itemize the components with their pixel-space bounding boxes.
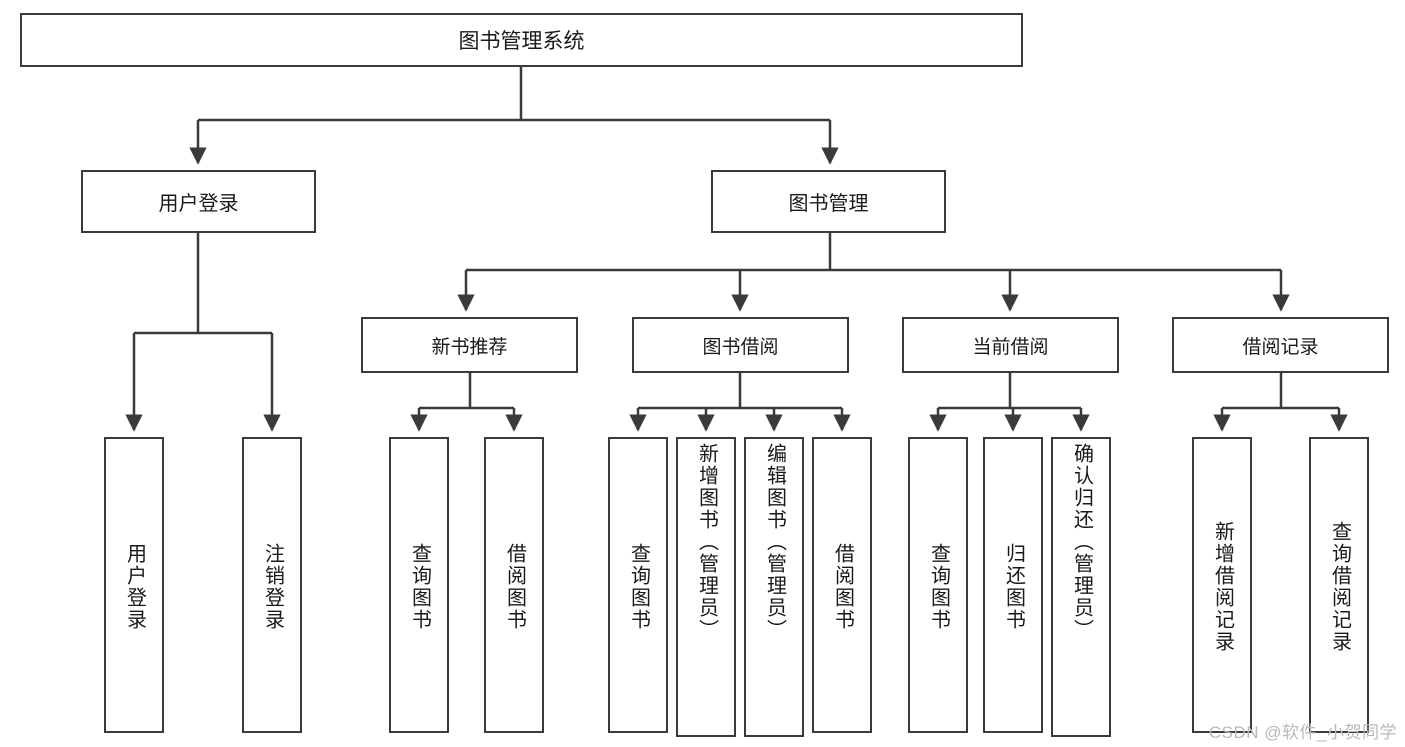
node-user-login[interactable]: 用户登录 xyxy=(81,170,316,233)
node-leaf-return-book[interactable]: 归还图书 xyxy=(983,437,1043,733)
node-leaf-user-login-label: 用户登录 xyxy=(123,543,146,631)
node-leaf-add-record-label: 新增借阅记录 xyxy=(1211,521,1234,653)
node-leaf-query-book-2[interactable]: 查询图书 xyxy=(608,437,668,733)
node-leaf-edit-book[interactable]: 编辑图书（管理员） xyxy=(744,437,804,737)
node-new-book-rec[interactable]: 新书推荐 xyxy=(361,317,578,373)
node-leaf-query-book-1[interactable]: 查询图书 xyxy=(389,437,449,733)
node-leaf-query-book-1-label: 查询图书 xyxy=(408,543,431,631)
node-user-login-label: 用户登录 xyxy=(158,193,239,215)
node-book-borrow[interactable]: 图书借阅 xyxy=(632,317,849,373)
node-leaf-borrow-book-1[interactable]: 借阅图书 xyxy=(484,437,544,733)
node-leaf-borrow-book-1-label: 借阅图书 xyxy=(503,543,526,631)
node-leaf-add-book-label: 新增图书（管理员） xyxy=(695,443,718,641)
node-borrow-record-label: 借阅记录 xyxy=(1242,336,1319,358)
node-current-borrow-label: 当前借阅 xyxy=(972,336,1049,358)
node-leaf-user-logout[interactable]: 注销登录 xyxy=(242,437,302,733)
node-root[interactable]: 图书管理系统 xyxy=(20,13,1023,67)
node-leaf-query-book-2-label: 查询图书 xyxy=(627,543,650,631)
node-root-label: 图书管理系统 xyxy=(458,30,585,53)
node-leaf-add-record[interactable]: 新增借阅记录 xyxy=(1192,437,1252,733)
node-leaf-query-book-3[interactable]: 查询图书 xyxy=(908,437,968,733)
node-leaf-user-logout-label: 注销登录 xyxy=(261,543,284,631)
node-leaf-borrow-book-2[interactable]: 借阅图书 xyxy=(812,437,872,733)
node-leaf-query-record[interactable]: 查询借阅记录 xyxy=(1309,437,1369,733)
node-leaf-edit-book-label: 编辑图书（管理员） xyxy=(763,443,786,641)
node-leaf-query-record-label: 查询借阅记录 xyxy=(1328,521,1351,653)
node-book-borrow-label: 图书借阅 xyxy=(702,336,779,358)
node-leaf-return-book-label: 归还图书 xyxy=(1002,543,1025,631)
node-leaf-confirm-return[interactable]: 确认归还（管理员） xyxy=(1051,437,1111,737)
node-leaf-add-book[interactable]: 新增图书（管理员） xyxy=(676,437,736,737)
node-current-borrow[interactable]: 当前借阅 xyxy=(902,317,1119,373)
node-borrow-record[interactable]: 借阅记录 xyxy=(1172,317,1389,373)
node-leaf-user-login[interactable]: 用户登录 xyxy=(104,437,164,733)
node-leaf-confirm-return-label: 确认归还（管理员） xyxy=(1070,443,1093,641)
node-new-book-rec-label: 新书推荐 xyxy=(431,336,508,358)
node-leaf-query-book-3-label: 查询图书 xyxy=(927,543,950,631)
node-book-manage[interactable]: 图书管理 xyxy=(711,170,946,233)
watermark: CSDN @软件_小贺同学 xyxy=(1208,723,1397,742)
node-book-manage-label: 图书管理 xyxy=(788,193,869,215)
node-leaf-borrow-book-2-label: 借阅图书 xyxy=(831,543,854,631)
